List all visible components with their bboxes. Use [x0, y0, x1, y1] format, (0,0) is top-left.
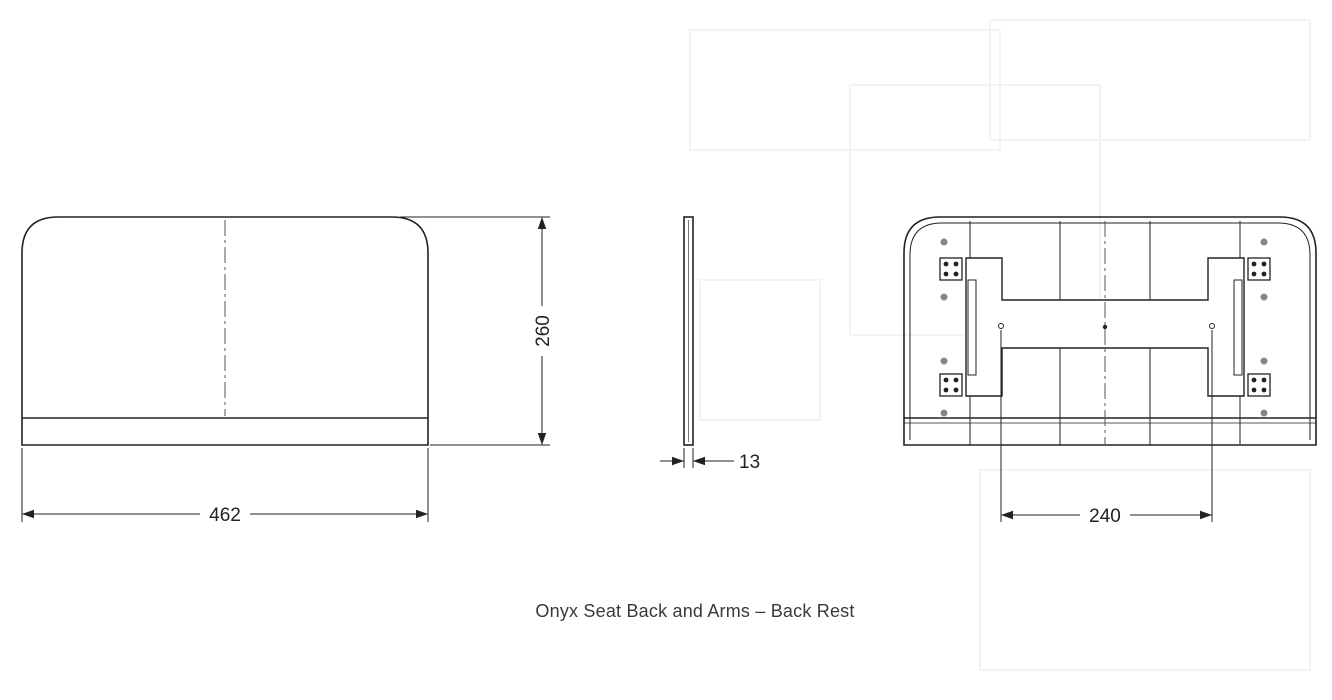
rear-spacing-dimension [1000, 330, 1213, 522]
bracket-holes [998, 323, 1215, 329]
front-width-dimension [21, 448, 429, 522]
rear-view-outline [903, 216, 1317, 446]
side-thickness-label: 13 [739, 452, 760, 473]
side-thickness-dimension [660, 448, 734, 468]
rear-spacing-label: 240 [1089, 506, 1121, 527]
front-height-label: 260 [533, 315, 554, 347]
front-width-label: 462 [209, 505, 241, 526]
side-view-outline [683, 216, 694, 446]
drawing-caption: Onyx Seat Back and Arms – Back Rest [535, 601, 855, 621]
side-view [683, 216, 694, 446]
front-height-dimension [400, 216, 550, 446]
mounting-holes [940, 238, 1268, 417]
front-view-outline [21, 216, 429, 446]
hinge-bolts [943, 261, 1267, 393]
rear-view [903, 216, 1317, 446]
front-view [21, 216, 429, 446]
